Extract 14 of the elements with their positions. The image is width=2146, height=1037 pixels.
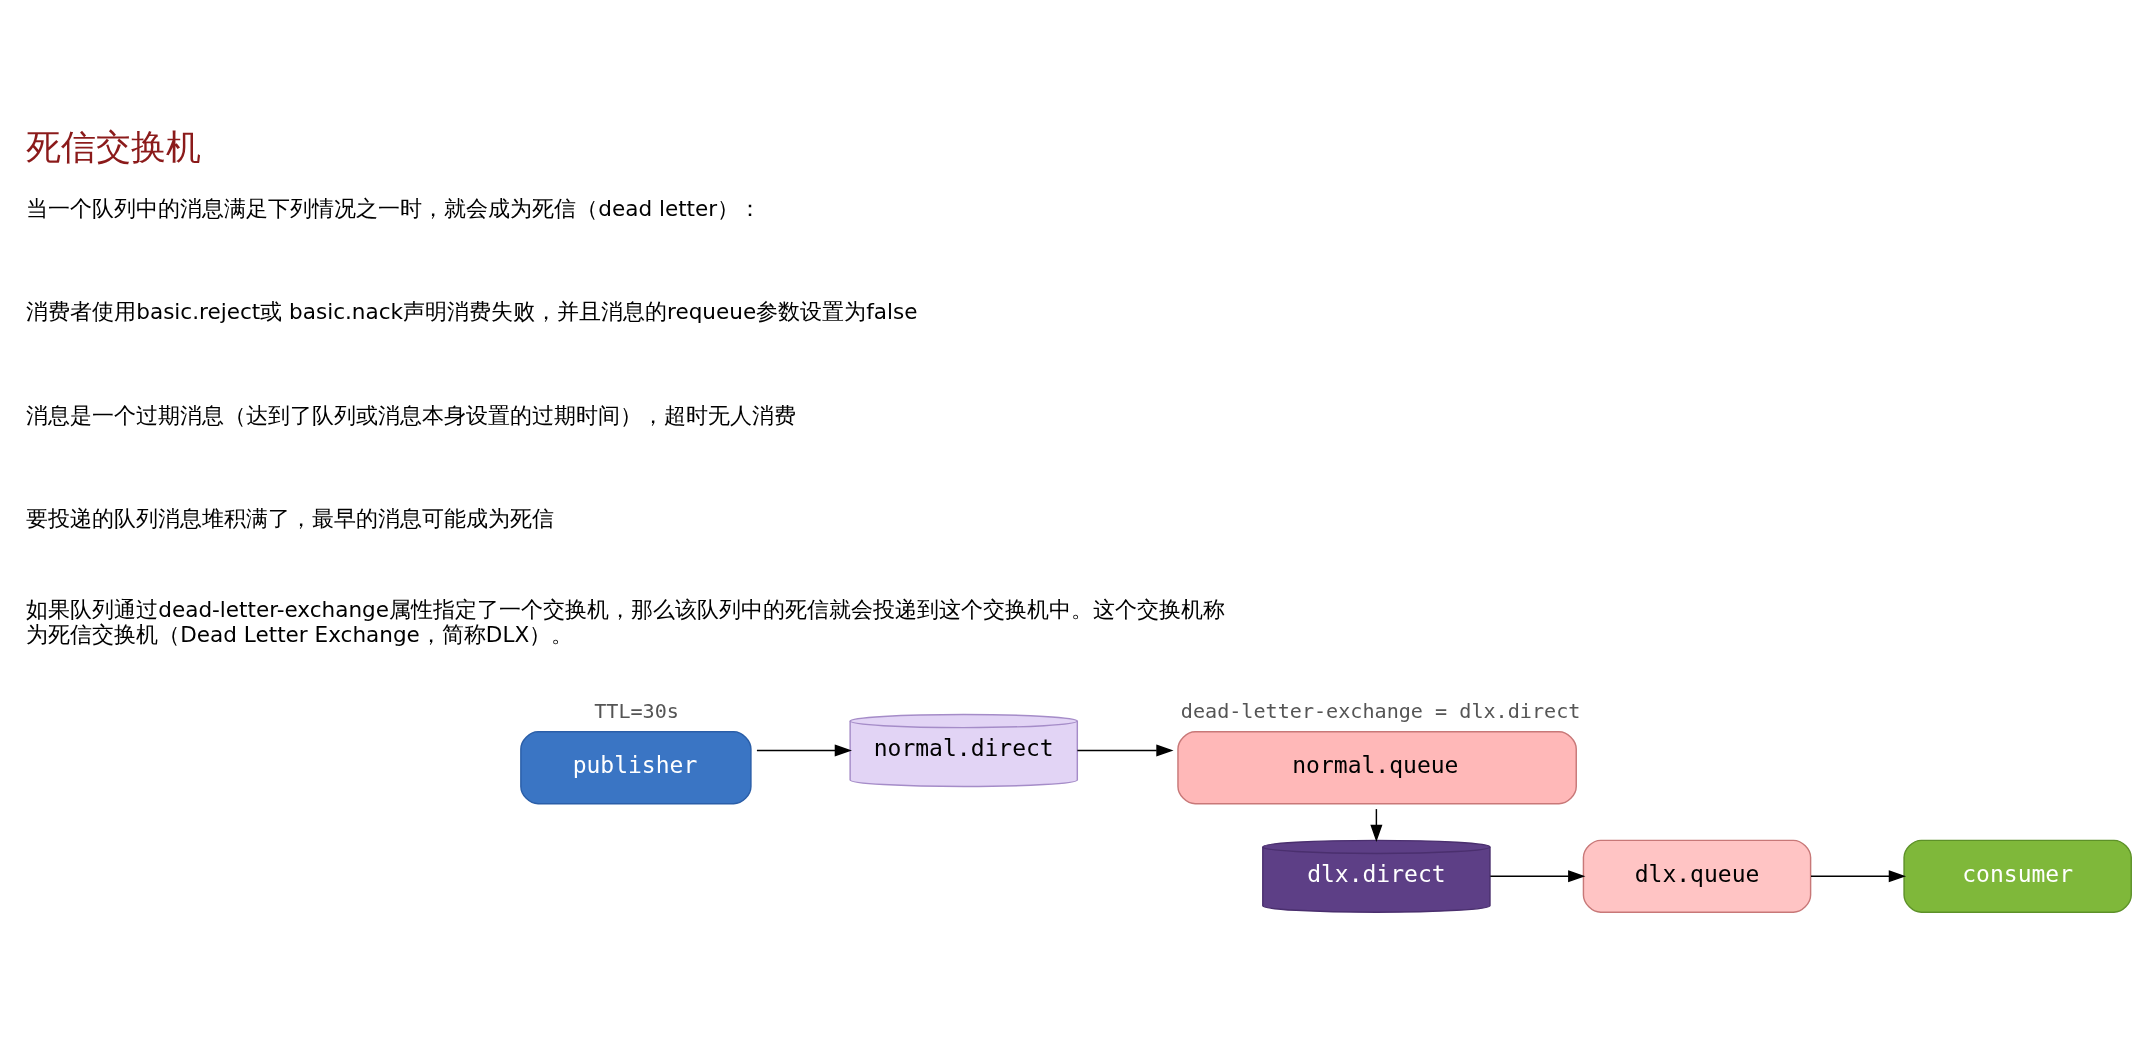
label: 要投递的队列消息堆积满了，最早的消息可能成为死信 bbox=[26, 505, 555, 531]
arrow bbox=[1076, 743, 1174, 757]
label: 消费者使用basic.reject或 basic.nack声明消费失败，并且消息的requeue参数设置为false bbox=[26, 298, 918, 324]
label: 当一个队列中的消息满足下列情况之一时，就会成为死信（dead letter）： bbox=[26, 195, 762, 221]
arrow bbox=[1810, 869, 1906, 882]
arrow bbox=[1489, 869, 1586, 882]
node-box: consumer bbox=[1903, 839, 2132, 913]
node-label: TTL=30s bbox=[594, 698, 679, 723]
diagram-title: 死信交换机 bbox=[25, 126, 201, 167]
label: 如果队列通过dead-letter-exchange属性指定了一个交换机，那么该队列中的死信就会投递到这个交换机中。这个交换机称为死信交换机（Dead Letter Exchange，简称DLX）。 bbox=[26, 596, 1226, 647]
node-label: dead-letter-exchange = dlx.direct bbox=[1180, 698, 1581, 723]
arrow bbox=[756, 743, 852, 757]
label: 消息是一个过期消息（达到了队列或消息本身设置的过期时间），超时无人消费 bbox=[26, 402, 797, 428]
node-box: dlx.queue bbox=[1582, 839, 1812, 913]
